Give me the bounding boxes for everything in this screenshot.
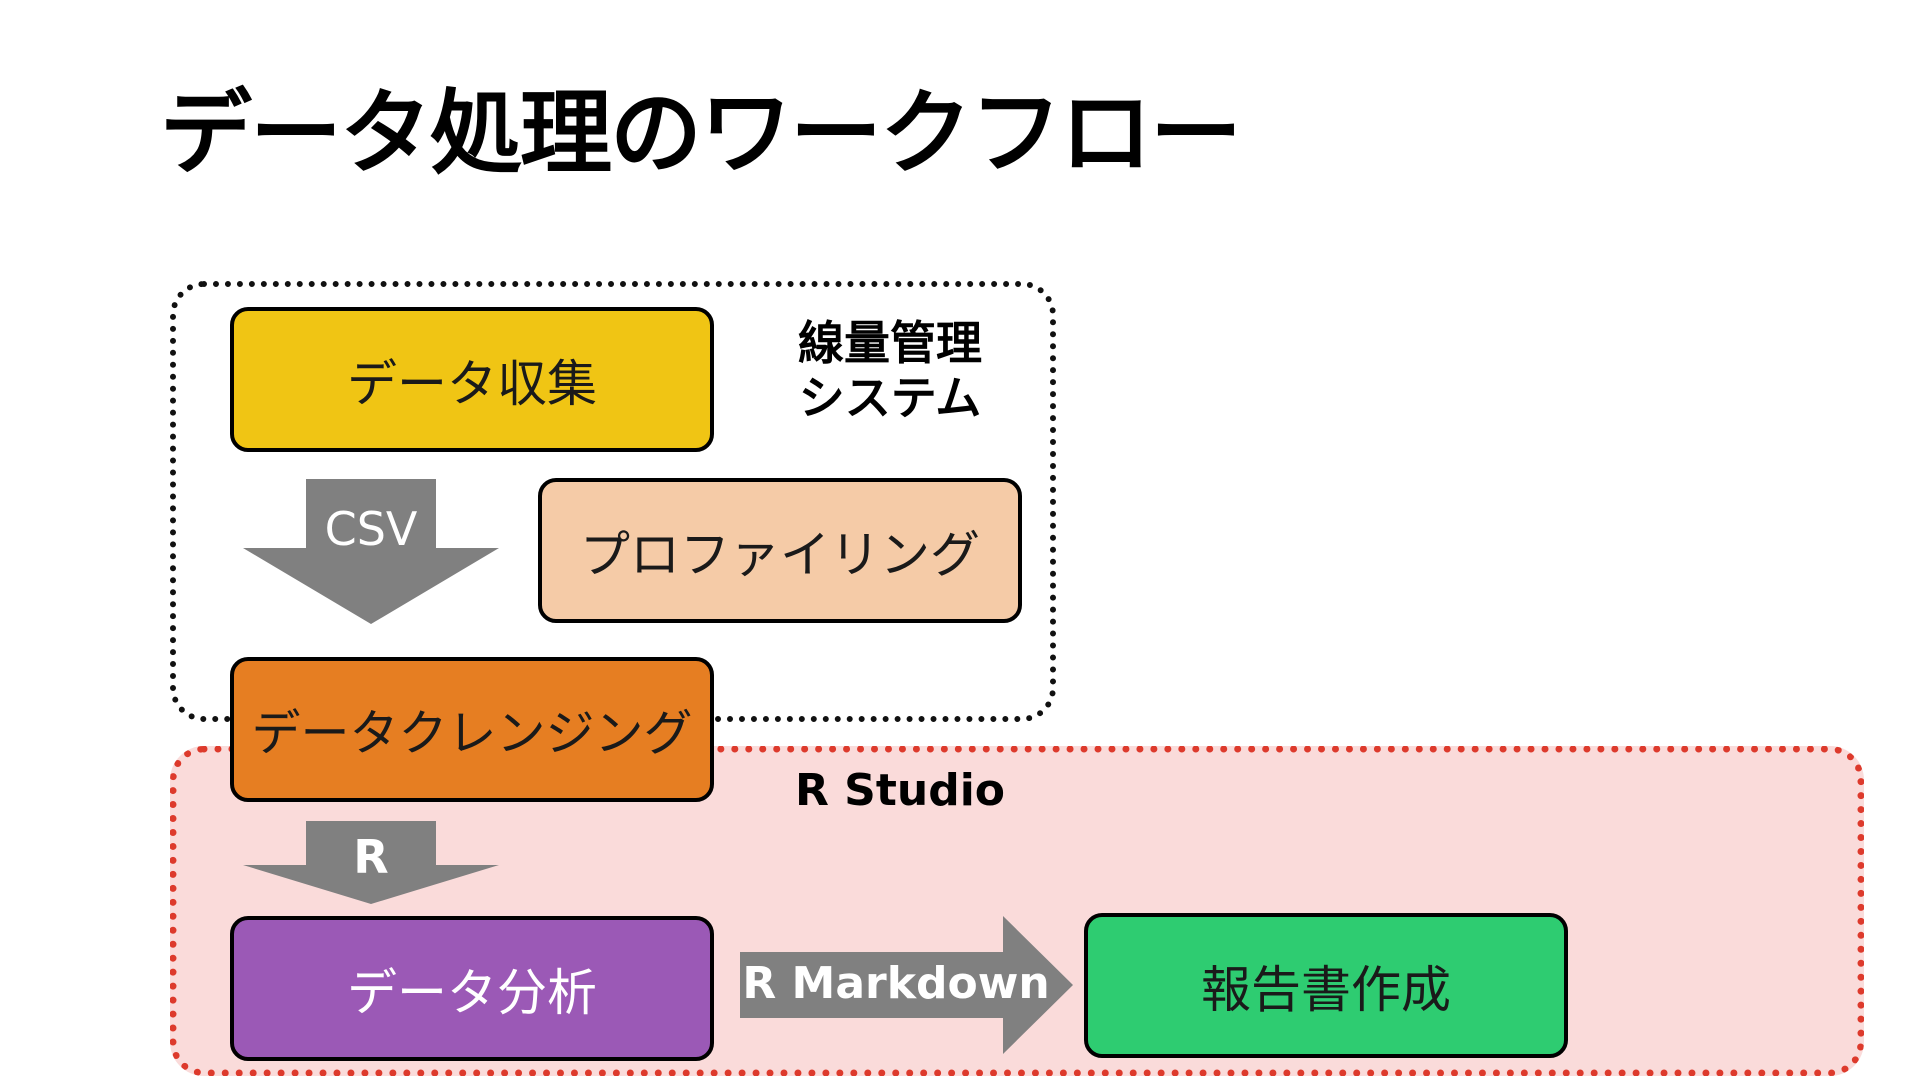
data-collection-step: データ収集	[230, 307, 714, 452]
page-title: データ処理のワークフロー	[160, 80, 1242, 187]
data-cleansing-step: データクレンジング	[230, 657, 714, 802]
report-creation-label: 報告書作成	[1201, 960, 1451, 1019]
group-label-line-1: 線量管理	[798, 316, 982, 370]
group-label-line-2: システム	[798, 371, 982, 426]
data-cleansing-label: データクレンジング	[251, 705, 693, 762]
r-markdown-arrow-label: R Markdown	[742, 958, 1050, 1009]
report-creation-step: 報告書作成	[1084, 913, 1568, 1058]
r-arrow	[243, 821, 499, 904]
r-markdown-arrow	[740, 916, 1073, 1054]
csv-arrow	[243, 479, 499, 624]
r-studio-label: R Studio	[794, 765, 1006, 816]
data-collection-label: データ収集	[347, 354, 597, 413]
profiling-label: プロファイリング	[580, 525, 980, 584]
dose-management-system-label: 線量管理 システム	[775, 316, 1005, 426]
data-analysis-step: データ分析	[230, 916, 714, 1061]
r-arrow-label: R	[353, 830, 389, 884]
data-analysis-label: データ分析	[347, 963, 597, 1022]
csv-arrow-label: CSV	[324, 502, 418, 556]
profiling-step: プロファイリング	[538, 478, 1022, 623]
